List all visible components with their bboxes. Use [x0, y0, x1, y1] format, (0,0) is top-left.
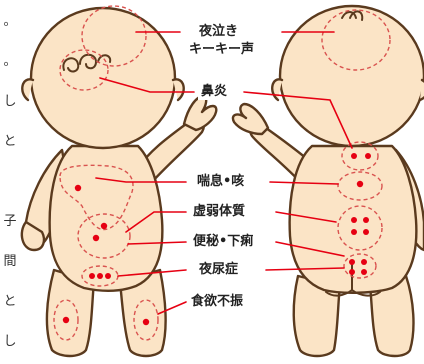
point-front-left-leg — [63, 317, 69, 323]
point-front-lower-3 — [105, 273, 111, 279]
point-back-middle-3 — [351, 229, 357, 235]
label-poor-appetite: 食欲不振 — [188, 294, 246, 310]
label-constipation-diarrhea: 便秘•下痢 — [190, 234, 256, 250]
back-head — [280, 6, 424, 146]
point-front-lower-2 — [97, 273, 103, 279]
point-back-middle-1 — [351, 217, 357, 223]
point-front-belly-left — [93, 235, 99, 241]
back-left-hand — [233, 104, 268, 134]
point-back-lower-1 — [349, 259, 355, 265]
point-front-lower-1 — [89, 273, 95, 279]
label-night-crying-line1: 夜泣き — [196, 24, 241, 40]
front-head — [31, 8, 175, 148]
label-rhinitis: 鼻炎 — [198, 84, 230, 100]
front-right-hand — [184, 96, 216, 130]
point-back-middle-2 — [363, 217, 369, 223]
label-asthma-cough: 喘息•咳 — [194, 174, 247, 190]
point-front-right-leg — [143, 319, 149, 325]
point-back-neck-right — [365, 153, 371, 159]
label-night-crying-line2: キーキー声 — [186, 42, 257, 58]
label-weak-constitution: 虚弱体質 — [190, 204, 248, 220]
label-bedwetting: 夜尿症 — [196, 262, 241, 278]
point-back-upper — [357, 181, 363, 187]
point-back-lower-4 — [361, 269, 367, 275]
point-back-lower-2 — [361, 259, 367, 265]
point-back-middle-4 — [363, 229, 369, 235]
point-back-neck-left — [351, 153, 357, 159]
point-front-chest — [75, 185, 81, 191]
point-front-belly-right — [101, 223, 107, 229]
point-back-lower-3 — [349, 269, 355, 275]
